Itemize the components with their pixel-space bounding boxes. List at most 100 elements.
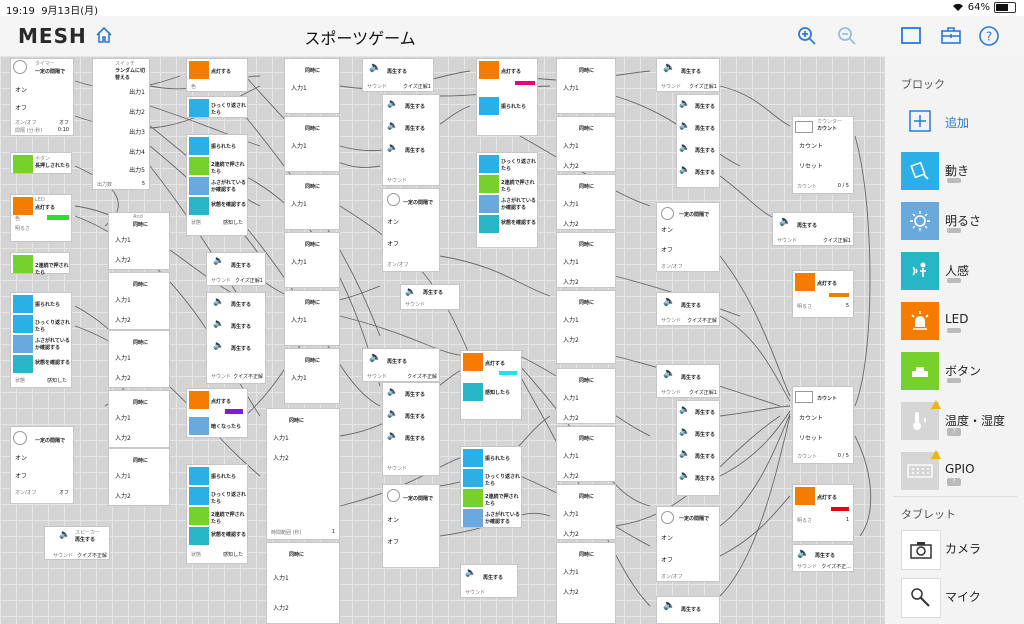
speaker-block[interactable]: 🔈 再生する サウンド クイズ正解1 [656, 58, 720, 92]
and-block[interactable]: 同時に 入力1 [284, 58, 340, 114]
led-block[interactable]: LED 点灯する 色 明るさ [10, 194, 72, 242]
and-block[interactable]: 同時に 入力1 入力2 [108, 330, 170, 388]
block-action-label: ふさがれているか確認する [485, 512, 520, 525]
speaker-group-block[interactable]: 🔈 再生する 🔈 再生する 🔈 再生する サウンド [382, 94, 440, 186]
and-block[interactable]: 同時に 入力1 入力2 時間範囲 (秒) 1 [266, 408, 340, 540]
and-block[interactable]: 同時に 入力1 [284, 348, 340, 404]
counter-block[interactable]: カウンター カウント カウント リセット カウント 0 / 5 [792, 116, 854, 194]
and-block[interactable]: 同時に 入力1 [284, 174, 340, 230]
and-block[interactable]: 同時に 入力1 入力2 [556, 232, 616, 288]
speaker-block[interactable]: 🔈 再生する サウンド [400, 284, 460, 310]
block-item-gpio[interactable]: GPIO ? [901, 450, 1021, 492]
speaker-block[interactable]: 🔈 再生する サウンド クイズ不正解 [362, 348, 440, 382]
zoom-out-icon[interactable] [836, 25, 858, 47]
block-action-label: 長押しされたら [35, 163, 71, 169]
block-sidebar: ブロック 追加 動き 明るさ 人感 LED ボタン 温度・湿度 ? GPIO [884, 56, 1024, 624]
program-canvas[interactable]: タイマー 一定の間隔で オン オフ オン/オフ オフ 間隔 (分:秒) 0:10… [0, 56, 884, 624]
window-icon[interactable] [900, 25, 922, 47]
and-block[interactable]: 同時に 入力1 入力2 [266, 542, 340, 624]
port-label: オフ [387, 539, 400, 546]
toolbox-icon[interactable] [940, 25, 962, 47]
sensor-group-block[interactable]: 振られたら 2連続で押されたら ふさがれているか確認する 状態を確認する 状態 … [186, 134, 248, 236]
param-value: 5 [141, 181, 145, 187]
led-block[interactable]: 点灯する 振られたら [476, 58, 538, 136]
and-block[interactable]: 同時に 入力1 入力2 [556, 290, 616, 364]
and-block[interactable]: 同時に 入力1 入力2 [108, 390, 170, 448]
timer-block[interactable]: 一定の間隔で オン オフ [382, 484, 440, 568]
motion-block[interactable]: ひっくり返されたら [186, 96, 248, 118]
speaker-group-block[interactable]: 🔈 再生する 🔈 再生する 🔈 再生する 🔈 再生する [676, 94, 720, 188]
block-item-button[interactable]: ボタン [901, 352, 1021, 392]
speaker-group-block[interactable]: 🔈 再生する 🔈 再生する 🔈 再生する 🔈 再生する [676, 400, 720, 496]
led-block[interactable]: 点灯する 感知したら [460, 350, 522, 420]
status-pill [947, 278, 961, 283]
block-action-label: 再生する [695, 148, 716, 154]
block-item-human-sensor[interactable]: 人感 [901, 252, 1021, 292]
counter-icon [795, 391, 813, 403]
add-block-button[interactable]: 追加 [901, 108, 1021, 148]
timer-block[interactable]: タイマー 一定の間隔で オン オフ オン/オフ オフ 間隔 (分:秒) 0:10 [10, 58, 74, 136]
and-block[interactable]: 同時に 入力1 入力2 [556, 174, 616, 230]
port-label: 入力2 [273, 605, 289, 612]
switch-block[interactable]: スイッチ ランダムに切替える 出力1 出力2 出力3 出力4 出力5 出力数 5 [92, 58, 150, 190]
block-action-label: 同時に [579, 494, 595, 500]
speaker-block[interactable]: 🔈 再生する サウンド クイズ不正解 [656, 292, 720, 326]
and-block[interactable]: 同時に 入力1 入力2 [556, 484, 616, 540]
speaker-block[interactable]: 🔈 再生する サウンド クイズ正解1 [772, 212, 854, 246]
button-block[interactable]: 2連続で押されたら [10, 252, 70, 276]
param-label: サウンド [367, 374, 388, 380]
speaker-block[interactable]: 🔈 再生する サウンド クイズ不正... [792, 544, 854, 572]
led-icon [463, 353, 483, 371]
and-block[interactable]: 同時に 入力1 入力2 [556, 116, 616, 172]
port-label: 入力1 [291, 317, 307, 324]
timer-block[interactable]: 一定の間隔で オン オフ オン/オフ [382, 188, 440, 272]
led-block[interactable]: 点灯する 色 [186, 58, 248, 92]
and-block[interactable]: 同時に 入力1 [556, 58, 616, 114]
timer-block[interactable]: 一定の間隔で オン オフ オン/オフ オフ [10, 426, 74, 504]
and-block[interactable]: 同時に 入力1 入力2 [108, 272, 170, 330]
speaker-block[interactable]: 🔈 再生する サウンド [460, 564, 518, 598]
and-block[interactable]: 同時に 入力1 入力2 [108, 448, 170, 506]
block-item-motion[interactable]: 動き [901, 152, 1021, 192]
block-item-brightness[interactable]: 明るさ [901, 202, 1021, 242]
speaker-block[interactable]: 🔈 スピーカー 再生する サウンド クイズ不正解 [44, 526, 110, 560]
speaker-block[interactable]: 🔈 再生する サウンド クイズ正解1 [656, 364, 720, 398]
led-block[interactable]: 点灯する 明るさ 5 [792, 270, 854, 318]
led-color-swatch [831, 507, 849, 511]
zoom-in-icon[interactable] [796, 25, 818, 47]
speaker-group-block[interactable]: 🔈 再生する 🔈 再生する 🔈 再生する サウンド クイズ不正解 [206, 292, 266, 384]
and-block[interactable]: 同時に 入力1 入力2 [556, 368, 616, 424]
sensor-group-block[interactable]: 振られたら ひっくり返されたら 2連続で押されたら ふさがれているか確認する [460, 446, 522, 528]
and-block[interactable]: 同時に 入力1 入力2 [556, 426, 616, 482]
motion-icon [479, 97, 499, 115]
speaker-block[interactable]: 🔈 再生する サウンド クイズ正解1 [362, 58, 434, 92]
and-block[interactable]: 同時に 入力1 入力2 [556, 542, 616, 624]
sensor-group-block[interactable]: ひっくり返されたら 2連続で押されたら ふさがれているか確認する 状態を確認する [476, 152, 538, 248]
speaker-group-block[interactable]: 🔈 再生する 🔈 再生する 🔈 再生する サウンド [382, 382, 440, 476]
tablet-item-camera[interactable]: カメラ [901, 530, 1021, 570]
speaker-block[interactable]: 🔈 再生する サウンド クイズ正解1 [206, 252, 266, 286]
led-block[interactable]: 点灯する 暗くなったら [186, 388, 248, 438]
block-item-led[interactable]: LED [901, 302, 1021, 342]
and-block[interactable]: And 同時に 入力1 入力2 [108, 212, 170, 270]
counter-block[interactable]: カウント カウント リセット カウント 0 / 5 [792, 386, 854, 464]
timer-block[interactable]: 一定の間隔で オン オフ オン/オフ [656, 202, 720, 272]
led-block[interactable]: 点灯する 明るさ 1 [792, 484, 854, 542]
and-block[interactable]: 同時に 入力1 [284, 232, 340, 288]
speaker-icon: 🔈 [213, 341, 225, 351]
block-item-temperature[interactable]: 温度・湿度 ? [901, 400, 1021, 442]
param-label: サウンド [465, 590, 486, 596]
speaker-block[interactable]: 🔈 再生する [656, 596, 720, 624]
param-label: 時間範囲 (秒) [271, 530, 302, 536]
timer-block[interactable]: 一定の間隔で オン オフ オン/オフ [656, 506, 720, 582]
sensor-group-block[interactable]: 振られたら ひっくり返されたら 2連続で押されたら 状態を確認する 状態 感知し… [186, 464, 248, 564]
param-label: オン/オフ [387, 262, 409, 268]
and-block[interactable]: 同時に 入力1 [284, 290, 340, 346]
and-block[interactable]: 同時に 入力1 [284, 116, 340, 172]
param-label: 明るさ [797, 304, 813, 310]
sensor-group-block[interactable]: 振られたら ひっくり返されたら ふさがれているか確認する 状態を確認する 状態 … [10, 292, 72, 388]
help-icon[interactable]: ? [978, 25, 1000, 47]
home-icon[interactable] [94, 25, 114, 45]
tablet-item-mic[interactable]: マイク [901, 578, 1021, 618]
button-block[interactable]: ボタン 長押しされたら [10, 152, 72, 174]
